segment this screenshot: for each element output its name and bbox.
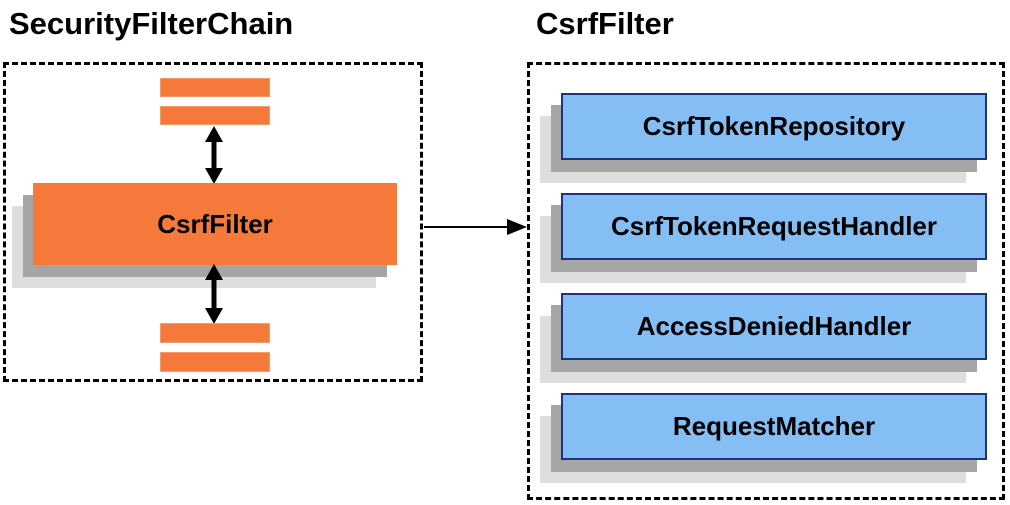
component-box-access-denied-handler: AccessDeniedHandler <box>561 293 987 360</box>
filter-chain-bar <box>160 78 270 97</box>
security-filter-chain-panel <box>3 62 423 382</box>
component-box-request-matcher: RequestMatcher <box>561 393 987 460</box>
filter-chain-bar <box>160 352 270 372</box>
right-panel-title: CsrfFilter <box>536 6 674 41</box>
component-label: CsrfTokenRequestHandler <box>610 211 938 241</box>
double-arrow-icon <box>205 126 223 184</box>
component-label: CsrfTokenRepository <box>642 111 906 141</box>
csrf-filter-box-label: CsrfFilter <box>157 208 273 239</box>
left-panel-title: SecurityFilterChain <box>9 6 294 41</box>
csrf-filter-panel <box>527 62 1005 500</box>
flow-arrow-icon <box>424 219 527 235</box>
double-arrow-icon <box>205 264 223 324</box>
csrf-filter-box: CsrfFilter <box>33 183 397 265</box>
component-box-csrf-token-repository: CsrfTokenRepository <box>561 93 987 160</box>
filter-chain-bar <box>160 106 270 125</box>
component-label: RequestMatcher <box>672 411 876 441</box>
component-box-csrf-token-request-handler: CsrfTokenRequestHandler <box>561 193 987 260</box>
component-label: AccessDeniedHandler <box>636 311 912 341</box>
filter-chain-bar <box>160 323 270 343</box>
